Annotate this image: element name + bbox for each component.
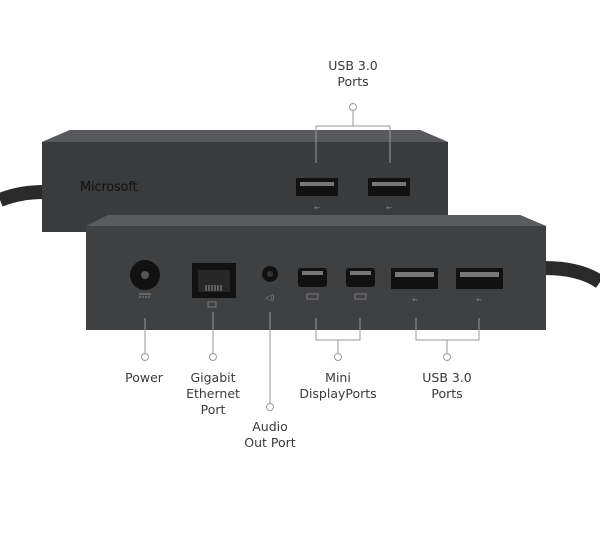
usb-icon: ⇜ bbox=[476, 296, 482, 304]
cord-left bbox=[0, 185, 45, 207]
display-icon bbox=[354, 293, 367, 300]
callout-text: Port bbox=[200, 402, 226, 417]
usb-icon: ⇜ bbox=[314, 204, 320, 212]
callout-text: Audio bbox=[252, 419, 288, 434]
display-icon bbox=[306, 293, 319, 300]
back-dock: ⇜ ⇜ bbox=[42, 130, 448, 232]
speaker-icon: ◁) bbox=[264, 293, 274, 302]
callout-text: Ports bbox=[431, 386, 463, 401]
callout-top-usb-ports: USB 3.0 Ports bbox=[328, 58, 378, 90]
callout-text: Power bbox=[125, 370, 163, 385]
callout-power: Power bbox=[125, 370, 163, 386]
callout-text: USB 3.0 bbox=[328, 58, 378, 73]
leader-lines bbox=[141, 103, 480, 411]
usb-port-1 bbox=[391, 268, 438, 289]
callout-text: DisplayPorts bbox=[299, 386, 377, 401]
callout-text: Gigabit bbox=[190, 370, 236, 385]
usb-port-back-1 bbox=[296, 178, 338, 196]
callout-text: USB 3.0 bbox=[422, 370, 472, 385]
callout-audio: Audio Out Port bbox=[244, 419, 295, 451]
microsoft-logo-text: Microsoft bbox=[80, 180, 138, 195]
front-dock: ◁) ⇜ ⇜ bbox=[86, 215, 546, 330]
cord-right bbox=[543, 261, 600, 288]
callout-ethernet: Gigabit Ethernet Port bbox=[186, 370, 240, 418]
callout-text: Ports bbox=[337, 74, 369, 89]
usb-port-back-2 bbox=[368, 178, 410, 196]
callout-mini-displayports: Mini DisplayPorts bbox=[299, 370, 376, 402]
callout-text: Ethernet bbox=[186, 386, 240, 401]
mini-displayport-2 bbox=[346, 268, 375, 287]
callout-text: Mini bbox=[325, 370, 351, 385]
callout-text: Out Port bbox=[244, 435, 296, 450]
usb-icon: ⇜ bbox=[386, 204, 392, 212]
network-icon bbox=[207, 301, 217, 308]
mini-displayport-1 bbox=[298, 268, 327, 287]
usb-port-2 bbox=[456, 268, 503, 289]
callout-usb-ports: USB 3.0 Ports bbox=[422, 370, 472, 402]
usb-icon: ⇜ bbox=[412, 296, 418, 304]
